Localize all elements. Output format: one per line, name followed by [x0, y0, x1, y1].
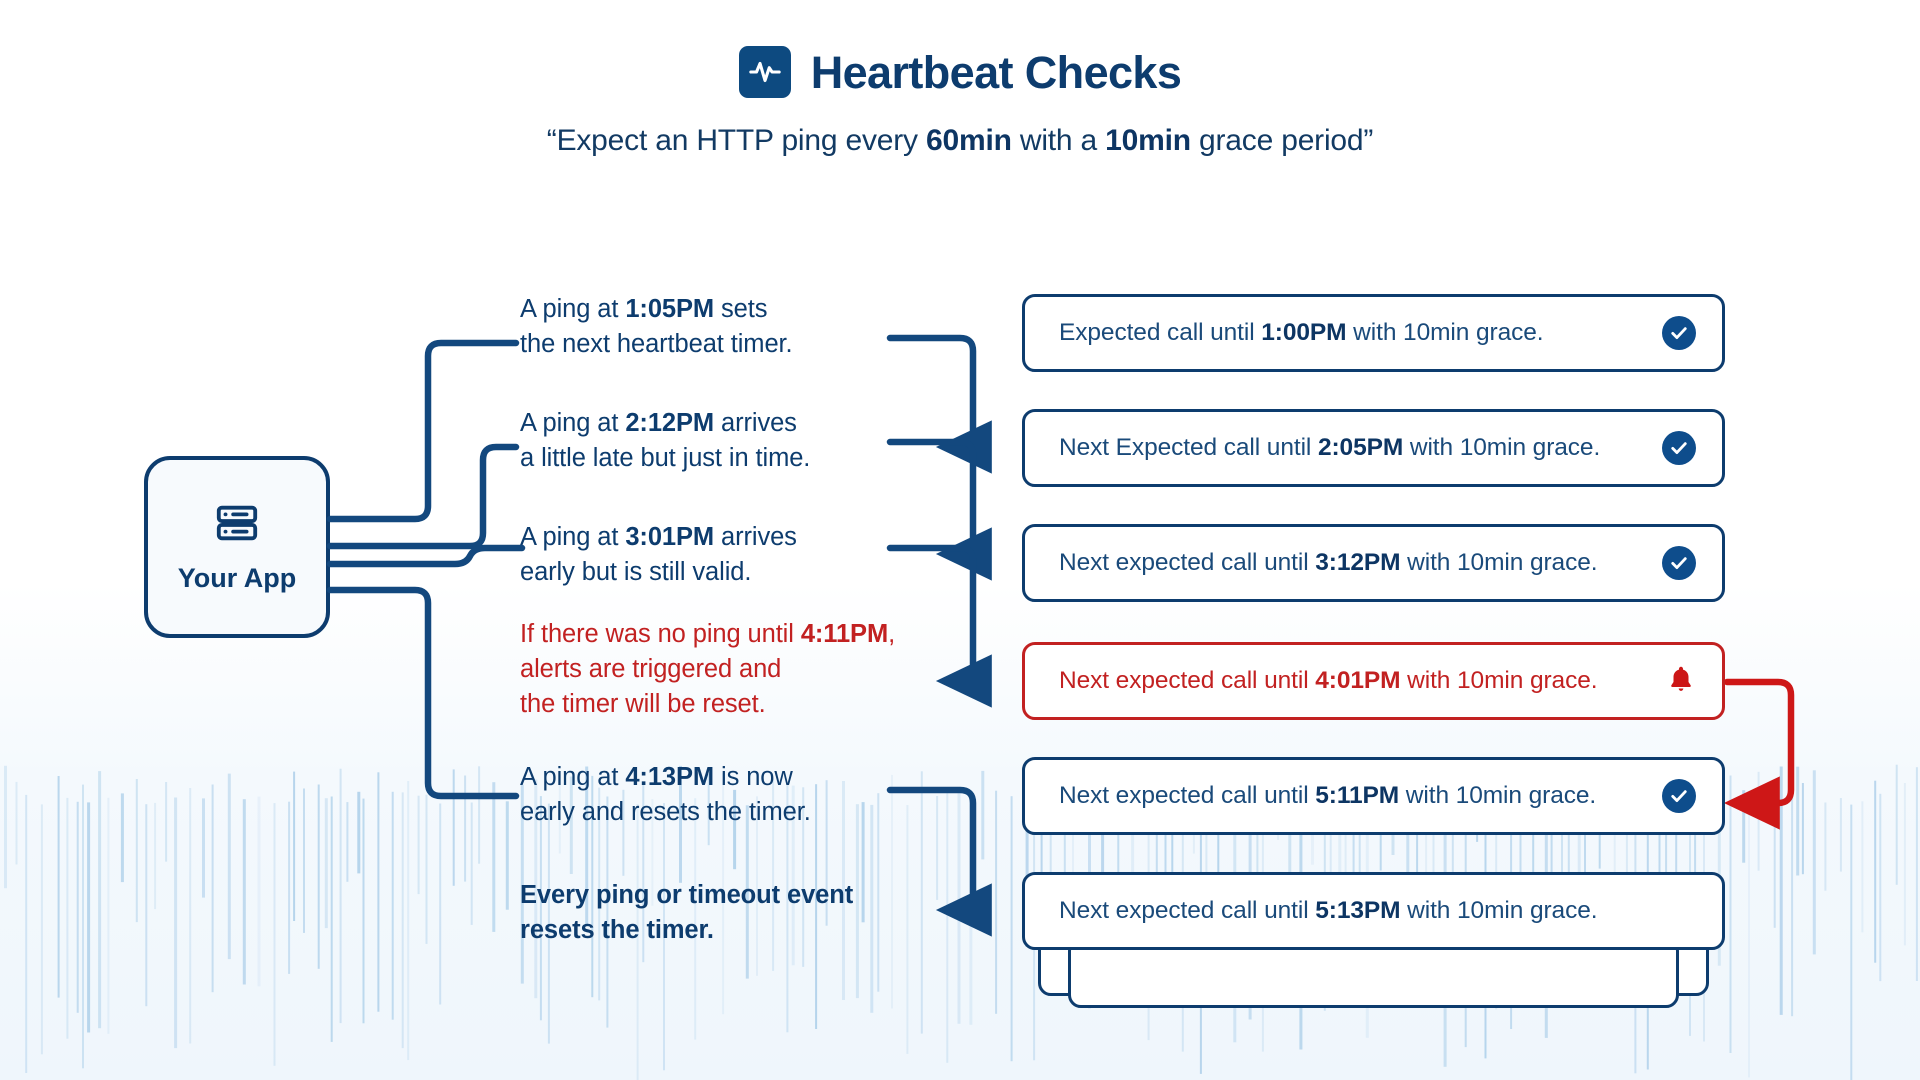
card-text: Next Expected call until 2:05PM with 10m…	[1059, 434, 1600, 462]
check-circle-icon	[1662, 431, 1696, 465]
event-text-ping-3-01pm: A ping at 3:01PM arrives early but is st…	[520, 523, 797, 586]
card-text: Next expected call until 4:01PM with 10m…	[1059, 667, 1598, 695]
card-suffix: with 10min grace.	[1400, 897, 1598, 924]
card-text: Next expected call until 5:11PM with 10m…	[1059, 782, 1596, 810]
check-circle-icon	[1662, 546, 1696, 580]
subtitle-grace-value: 10min	[1105, 124, 1191, 157]
card-5-11pm[interactable]: Next expected call until 5:11PM with 10m…	[1022, 757, 1725, 835]
card-text: Expected call until 1:00PM with 10min gr…	[1059, 319, 1544, 347]
card-prefix: Expected call until	[1059, 319, 1262, 346]
card-4-01pm[interactable]: Next expected call until 4:01PM with 10m…	[1022, 642, 1725, 720]
card-2-05pm[interactable]: Next Expected call until 2:05PM with 10m…	[1022, 409, 1725, 487]
subtitle-suffix: grace period”	[1190, 124, 1374, 157]
event-time-value: 2:12PM	[625, 409, 715, 437]
server-rack-icon	[214, 500, 260, 551]
card-prefix: Next expected call until	[1059, 897, 1316, 924]
page-header: Heartbeat Checks “Expect an HTTP ping ev…	[0, 46, 1920, 158]
card-text: Next expected call until 5:13PM with 10m…	[1059, 897, 1598, 925]
card-suffix: with 10min grace.	[1346, 319, 1544, 346]
check-circle-icon	[1662, 316, 1696, 350]
card-time-value: 5:13PM	[1315, 897, 1401, 924]
event-time-value: 3:01PM	[625, 523, 715, 551]
event-time-value: 4:11PM	[800, 620, 889, 648]
card-5-13pm[interactable]: Next expected call until 5:13PM with 10m…	[1022, 872, 1725, 950]
event-text-no-ping-4-11pm: If there was no ping until 4:11PM, alert…	[520, 620, 896, 718]
page-subtitle: “Expect an HTTP ping every 60min with a …	[0, 124, 1920, 158]
card-prefix: Next expected call until	[1059, 667, 1316, 694]
card-suffix: with 10min grace.	[1400, 667, 1598, 694]
your-app-node: Your App	[144, 456, 330, 638]
card-suffix: with 10min grace.	[1399, 782, 1597, 809]
card-text: Next expected call until 3:12PM with 10m…	[1059, 549, 1598, 577]
your-app-label: Your App	[177, 563, 297, 593]
card-prefix: Next Expected call until	[1059, 434, 1318, 461]
card-prefix: Next expected call until	[1059, 549, 1316, 576]
event-text-ping-4-13pm: A ping at 4:13PM is now early and resets…	[520, 763, 811, 826]
title-row: Heartbeat Checks	[0, 46, 1920, 98]
subtitle-prefix: “Expect an HTTP ping every	[546, 124, 926, 157]
card-time-value: 3:12PM	[1315, 549, 1401, 576]
bell-alert-icon	[1666, 663, 1696, 700]
heartbeat-pulse-icon	[738, 46, 791, 98]
page-title: Heartbeat Checks	[810, 46, 1182, 98]
card-time-value: 4:01PM	[1315, 667, 1401, 694]
event-text-ping-2-12pm: A ping at 2:12PM arrives a little late b…	[520, 409, 811, 472]
card-suffix: with 10min grace.	[1400, 549, 1598, 576]
check-circle-icon	[1662, 779, 1696, 813]
card-time-value: 5:11PM	[1315, 782, 1400, 809]
event-text-summary-note: Every ping or timeout event resets the t…	[520, 881, 854, 944]
card-time-value: 1:00PM	[1261, 319, 1347, 346]
event-time-value: 1:05PM	[625, 295, 715, 323]
subtitle-interval-value: 60min	[926, 124, 1012, 157]
event-time-value: 4:13PM	[625, 763, 715, 791]
card-suffix: with 10min grace.	[1403, 434, 1601, 461]
subtitle-middle: with a	[1011, 124, 1106, 157]
event-text-ping-1-05pm: A ping at 1:05PM sets the next heartbeat…	[520, 295, 793, 358]
card-prefix: Next expected call until	[1059, 782, 1316, 809]
card-time-value: 2:05PM	[1317, 434, 1404, 461]
card-1-00pm[interactable]: Expected call until 1:00PM with 10min gr…	[1022, 294, 1725, 372]
card-3-12pm[interactable]: Next expected call until 3:12PM with 10m…	[1022, 524, 1725, 602]
